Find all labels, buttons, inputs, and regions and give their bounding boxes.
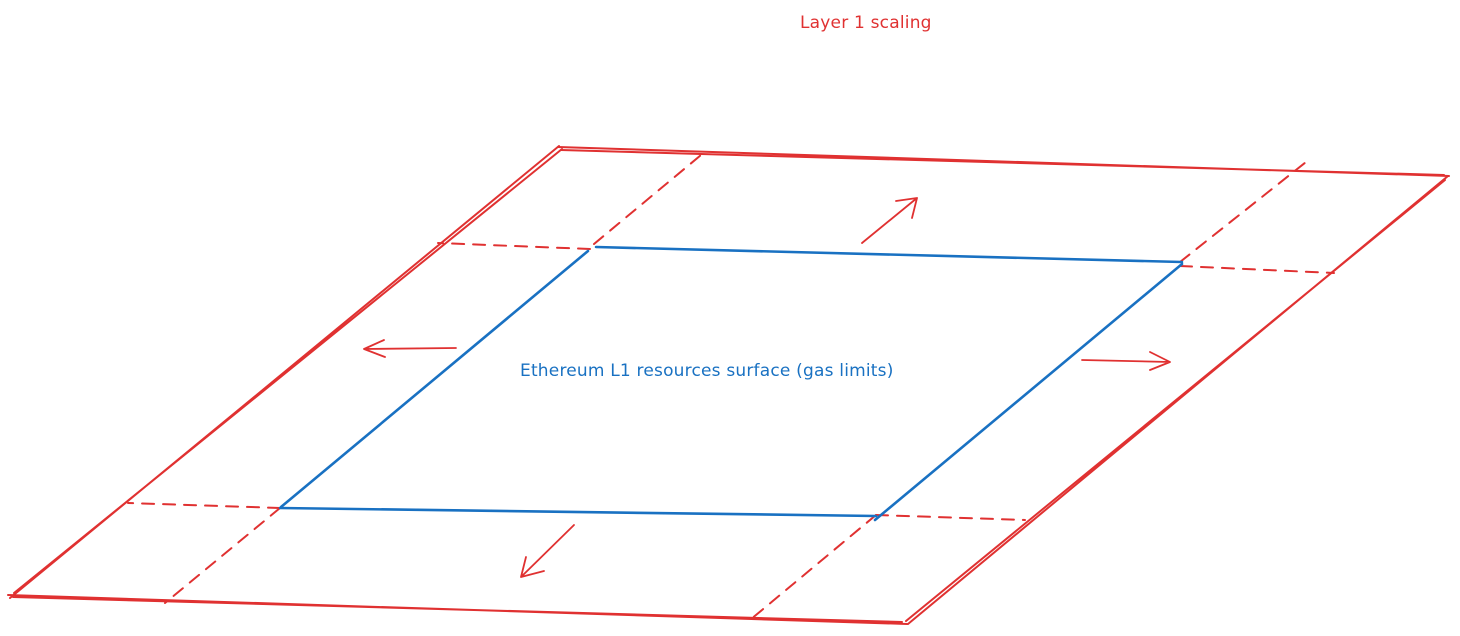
outer-surface [7,145,1450,625]
arrow-right-icon [1081,351,1171,371]
arrow-up-right-icon [861,197,918,244]
extension-dashed-lines [127,154,1335,621]
inner-edge-left [279,249,590,509]
outer-edge-top [557,146,1450,177]
dashed-top-left-horizontal [437,242,591,250]
inner-edge-right [873,262,1184,522]
dashed-bottom-left-horizontal [127,502,281,509]
dashed-bottom-right-horizontal [875,514,1026,521]
diagram-title: Layer 1 scaling [800,13,932,33]
expansion-arrows [363,197,1171,578]
arrow-left-icon [363,339,457,358]
dashed-top-right-horizontal [1179,265,1335,274]
dashed-bottom-right-vertical [749,514,877,621]
outer-edge-bottom [7,594,908,625]
outer-edge-right [905,175,1449,625]
outer-edge-left [9,145,563,599]
dashed-bottom-left-vertical [164,507,281,604]
arrow-down-left-icon [520,524,575,578]
dashed-top-left-vertical [593,154,702,245]
inner-edge-top [594,245,1184,264]
center-label: Ethereum L1 resources surface (gas limit… [520,361,894,381]
inner-edge-bottom [278,506,878,518]
inner-surface [278,245,1184,522]
dashed-top-right-vertical [1179,161,1307,263]
